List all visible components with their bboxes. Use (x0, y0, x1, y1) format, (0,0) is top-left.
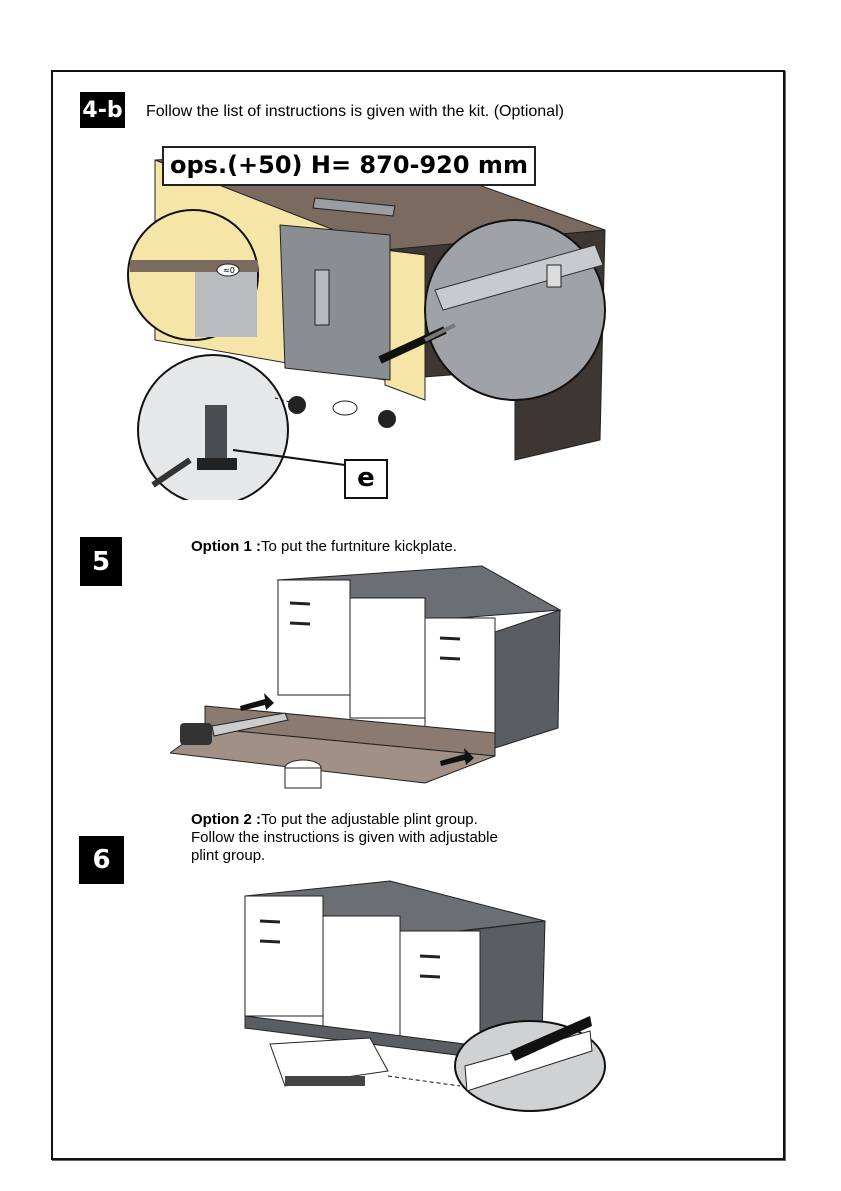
option-2-line-2: Follow the instructions is given with ad… (191, 829, 498, 847)
height-range-label: ops.(+50) H= 870-920 mm (162, 146, 536, 186)
step-badge-6: 6 (79, 836, 124, 884)
step-badge-4b: 4-b (80, 92, 125, 128)
option-2-text: Option 2 :To put the adjustable plint gr… (191, 811, 478, 829)
option-1-description: To put the furtniture kickplate. (261, 538, 457, 555)
part-label-e: e (344, 459, 388, 499)
illustration-5 (170, 558, 570, 798)
option-1-label: Option 1 : (191, 538, 261, 555)
option-2-label: Option 2 : (191, 811, 261, 828)
gap-label: ≈0 (223, 266, 235, 275)
option-2-description: To put the adjustable plint group. (261, 811, 478, 828)
illustration-6 (240, 876, 610, 1116)
step-4b-instruction: Follow the list of instructions is given… (146, 103, 564, 121)
step-badge-5: 5 (80, 537, 122, 586)
option-1-text: Option 1 :To put the furtniture kickplat… (191, 538, 457, 556)
illustration-4b: ≈0 (125, 140, 615, 500)
option-2-line-3: plint group. (191, 847, 265, 865)
